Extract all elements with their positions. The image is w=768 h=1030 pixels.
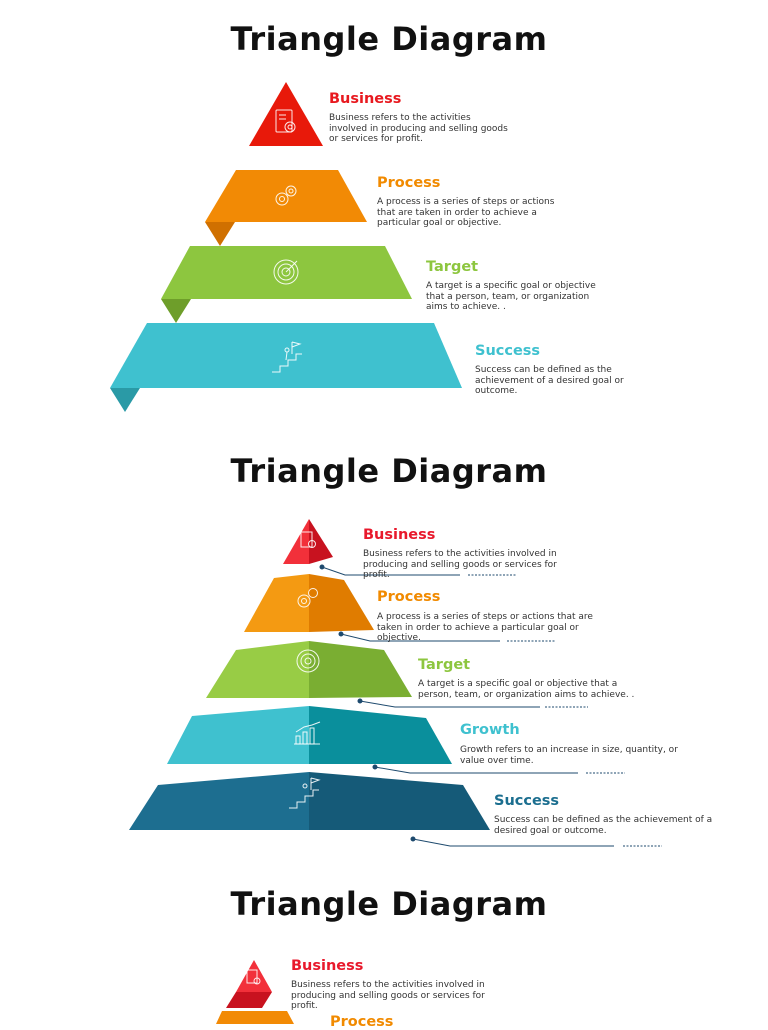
leader-line: [412, 838, 614, 847]
desc-line: that a person, team, or organization: [426, 291, 590, 302]
leader-line: [340, 633, 500, 642]
growth-chart-icon: [294, 721, 321, 745]
section-1-label-success: Success: [475, 343, 541, 359]
section-2-desc-business: Business refers to the activities involv…: [363, 549, 557, 581]
section-1-desc-process: A process is a series of steps or action…: [377, 197, 554, 229]
desc-line: profit.: [363, 570, 390, 581]
section-1-desc-business: Business refers to the activities involv…: [329, 113, 508, 145]
section-2-label-target: Target: [418, 657, 471, 673]
desc-line: outcome.: [475, 386, 518, 397]
desc-line: person, team, or organization aims to ac…: [418, 689, 635, 700]
section-1-title: Triangle Diagram: [230, 20, 548, 58]
desc-line: value over time.: [460, 755, 534, 766]
leader-line: [374, 766, 578, 774]
climbing-stairs-icon: [272, 341, 302, 373]
pyramid-2-tier-success-left: [129, 772, 309, 830]
section-2-desc-growth: Growth refers to an increase in size, qu…: [460, 745, 678, 766]
section-1-label-target: Target: [426, 259, 479, 275]
pyramid-2-tier-business-right: [309, 519, 333, 564]
desc-line: aims to achieve. .: [426, 302, 506, 313]
desc-line: Business refers to the activities involv…: [291, 980, 485, 990]
document-gear-icon: [300, 531, 316, 548]
pyramid-1-tier-target-fold: [161, 299, 191, 323]
section-1-desc-success: Success can be defined as the achievemen…: [475, 365, 624, 397]
pyramid-1-tier-success: [110, 323, 462, 388]
desc-line: Business refers to the activities: [329, 113, 471, 123]
desc-line: objective.: [377, 633, 421, 644]
desc-line: A target is a specific goal or objective…: [418, 679, 618, 689]
desc-line: taken in order to achieve a particular g…: [377, 622, 579, 633]
section-2-desc-target: A target is a specific goal or objective…: [418, 679, 634, 700]
section-2-label-success: Success: [494, 793, 560, 809]
desc-line: desired goal or outcome.: [494, 825, 607, 836]
section-3-label-business: Business: [291, 958, 364, 974]
desc-line: Success can be defined as the achievemen…: [494, 815, 713, 825]
desc-line: producing and selling goods or services …: [291, 990, 485, 1001]
section-3-label-process: Process: [330, 1014, 394, 1030]
pyramid-2-tier-growth-right: [309, 706, 452, 764]
pyramid-1-tier-process: [205, 170, 367, 222]
section-1-label-business: Business: [329, 91, 402, 107]
document-gear-icon: [275, 109, 296, 133]
section-2-label-growth: Growth: [460, 722, 520, 738]
pyramid-2-tier-process-right: [309, 574, 374, 632]
pyramid-2-tier-growth-left: [167, 706, 309, 764]
desc-line: Success can be defined as the: [475, 365, 612, 375]
pyramid-1-tier-target: [161, 246, 412, 299]
section-2-desc-success: Success can be defined as the achievemen…: [494, 815, 712, 836]
gears-icon: [297, 588, 318, 608]
pyramid-1-tier-business: [249, 82, 323, 146]
desc-line: achievement of a desired goal or: [475, 375, 624, 386]
section-3-title: Triangle Diagram: [230, 885, 548, 923]
pyramid-1-tier-process-fold: [205, 222, 235, 246]
desc-line: or services for profit.: [329, 134, 423, 145]
section-2-desc-process: A process is a series of steps or action…: [377, 612, 593, 644]
desc-line: A target is a specific goal or objective: [426, 281, 596, 291]
pyramid-2-tier-process-left: [244, 574, 309, 632]
pyramid-2-tier-target-left: [206, 641, 309, 698]
section-1-label-process: Process: [377, 175, 441, 191]
pyramid-3-tier-business: [236, 960, 272, 992]
pyramid-2-tier-success-right: [309, 772, 490, 830]
gears-icon: [275, 185, 297, 206]
desc-line: producing and selling goods or services …: [363, 559, 557, 570]
pyramid-1-tier-success-fold: [110, 388, 140, 412]
desc-line: profit.: [291, 1001, 318, 1012]
desc-line: that are taken in order to achieve a: [377, 207, 537, 218]
document-gear-icon: [246, 969, 261, 985]
leader-line: [359, 700, 540, 708]
target-icon: [273, 259, 299, 285]
desc-line: A process is a series of steps or action…: [377, 612, 593, 622]
section-2-label-process: Process: [377, 589, 441, 605]
desc-line: involved in producing and selling goods: [329, 123, 508, 134]
pyramid-2-tier-business-left: [283, 519, 309, 564]
section-1-desc-target: A target is a specific goal or objective…: [426, 281, 596, 313]
pyramid-2-tier-target-right: [309, 641, 412, 698]
leader-line: [321, 566, 460, 576]
pyramid-3-tier-process: [216, 1011, 294, 1024]
climbing-stairs-icon: [289, 777, 321, 809]
desc-line: Growth refers to an increase in size, qu…: [460, 745, 678, 755]
desc-line: particular goal or objective.: [377, 218, 502, 229]
desc-line: Business refers to the activities involv…: [363, 549, 557, 559]
section-3-desc-business: Business refers to the activities involv…: [291, 980, 485, 1012]
section-2-label-business: Business: [363, 527, 436, 543]
section-2-title: Triangle Diagram: [230, 452, 548, 490]
pyramid-3-tier-business-base: [226, 992, 272, 1008]
target-icon: [296, 649, 320, 673]
desc-line: A process is a series of steps or action…: [377, 197, 555, 207]
